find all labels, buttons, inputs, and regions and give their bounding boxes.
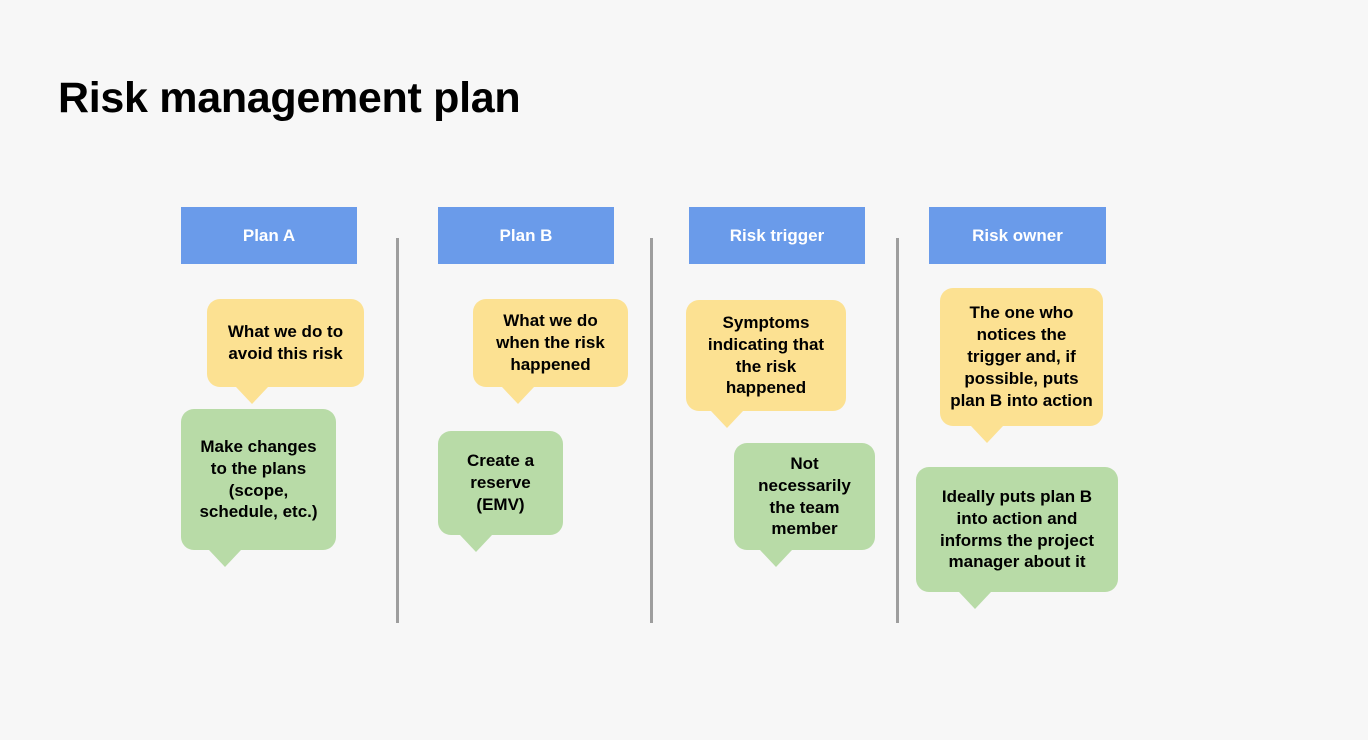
column-divider-2 — [650, 238, 653, 623]
page-title: Risk management plan — [58, 74, 521, 122]
column-header-label: Plan B — [499, 225, 553, 245]
detail-bubble-text: Create a reserve (EMV) — [466, 451, 535, 514]
definition-bubble-risk-trigger[interactable]: Symptoms indicating that the risk happen… — [686, 300, 846, 428]
detail-bubble-text: Make changes to the plans (scope, schedu… — [199, 436, 318, 522]
definition-bubble-text: What we do to avoid this risk — [227, 322, 344, 363]
bubble-tail — [209, 550, 241, 567]
definition-bubble-text: What we do when the risk happened — [496, 311, 605, 374]
column-header-label: Plan A — [242, 225, 296, 245]
detail-bubble-plan-b[interactable]: Create a reserve (EMV) — [438, 431, 563, 552]
definition-bubble-plan-b[interactable]: What we do when the risk happened — [473, 299, 628, 404]
bubble-tail — [236, 387, 268, 404]
column-header-label: Risk owner — [972, 225, 1063, 245]
column-header-risk-trigger[interactable]: Risk trigger — [689, 207, 865, 264]
definition-bubble-plan-a[interactable]: What we do to avoid this risk — [207, 299, 364, 404]
detail-bubble-text: Not necessarily the team member — [758, 453, 851, 539]
column-divider-3 — [896, 238, 899, 623]
definition-bubble-text: The one who notices the trigger and, if … — [950, 303, 1093, 410]
bubble-tail — [460, 535, 492, 552]
column-divider-1 — [396, 238, 399, 623]
detail-bubble-risk-owner[interactable]: Ideally puts plan B into action and info… — [916, 467, 1118, 609]
column-header-label: Risk trigger — [729, 225, 825, 245]
detail-bubble-plan-a[interactable]: Make changes to the plans (scope, schedu… — [181, 409, 336, 567]
bubble-tail — [711, 411, 743, 428]
definition-bubble-text: Symptoms indicating that the risk happen… — [707, 312, 825, 398]
detail-bubble-risk-trigger[interactable]: Not necessarily the team member — [734, 443, 875, 567]
column-header-plan-b[interactable]: Plan B — [438, 207, 614, 264]
bubble-tail — [760, 550, 792, 567]
definition-bubble-risk-owner[interactable]: The one who notices the trigger and, if … — [940, 288, 1103, 443]
detail-bubble-text: Ideally puts plan B into action and info… — [940, 486, 1094, 572]
column-header-risk-owner[interactable]: Risk owner — [929, 207, 1106, 264]
bubble-tail — [959, 592, 991, 609]
column-header-plan-a[interactable]: Plan A — [181, 207, 357, 264]
bubble-tail — [971, 426, 1003, 443]
bubble-tail — [502, 387, 534, 404]
